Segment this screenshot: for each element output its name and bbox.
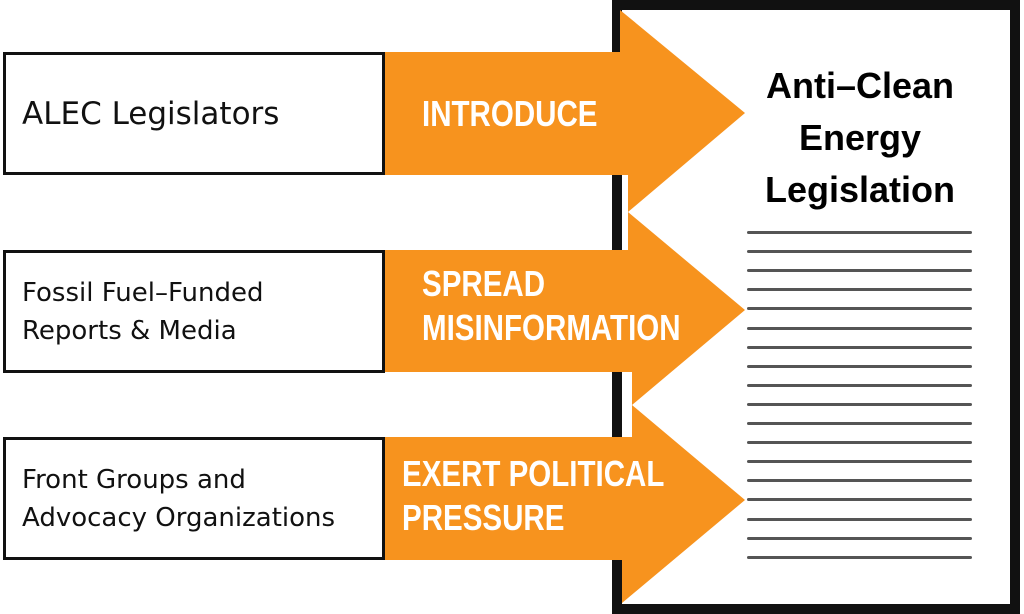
action-label-introduce: INTRODUCE (422, 92, 597, 136)
document-text-line (747, 383, 972, 387)
document-text-line (747, 517, 972, 521)
document-text-line (747, 288, 972, 292)
document-text-line (747, 250, 972, 254)
document-text-line (747, 441, 972, 445)
action-text: MISINFORMATION (422, 307, 681, 348)
document-text-line (747, 460, 972, 464)
title-line: Anti–Clean (765, 65, 955, 106)
document-text-line (747, 326, 972, 330)
action-text: INTRODUCE (422, 93, 598, 134)
arrow-spread-misinformation (385, 212, 745, 405)
source-label: Reports & Media (22, 315, 237, 346)
source-label: ALEC Legislators (22, 95, 280, 132)
arrow-introduce (385, 10, 745, 212)
document-text-line (747, 422, 972, 425)
title-line: Energy (798, 117, 922, 158)
document-text-line (747, 269, 972, 273)
title-line: Legislation (764, 169, 956, 210)
arrow-exert-pressure (385, 405, 745, 603)
document-title: Anti–Clean Energy Legislation (740, 60, 980, 216)
document-text-line (747, 345, 972, 349)
action-text: SPREAD (422, 263, 546, 304)
action-text: EXERT POLITICAL (402, 453, 665, 494)
document-text-line (747, 498, 972, 502)
document-text-line (747, 479, 972, 483)
document-text-line (747, 231, 972, 234)
source-box-alec: ALEC Legislators (3, 52, 385, 175)
source-label: Fossil Fuel–Funded (22, 277, 264, 308)
document-text-line (747, 555, 972, 559)
source-label: Advocacy Organizations (22, 502, 336, 533)
document-text-line (747, 402, 972, 406)
document-text-line (747, 536, 972, 540)
action-text: PRESSURE (402, 497, 565, 538)
source-label: Front Groups and (22, 464, 246, 495)
document-text-line (747, 364, 972, 368)
document-text-line (747, 307, 972, 311)
